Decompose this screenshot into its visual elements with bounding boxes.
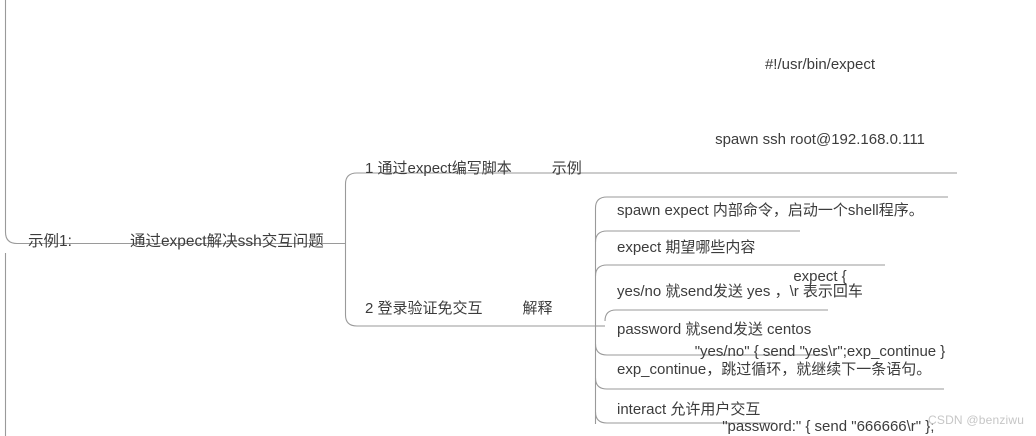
leaf-item-6[interactable]: interact 允许用户交互 [617,401,761,418]
root-tag-label: 示例1: [28,233,72,250]
leaf-item-3[interactable]: yes/no 就send发送 yes ，\r 表示回车 [617,283,863,300]
code-line-6: "password:" { send "666666\r" }; [705,418,935,435]
code-line-4: expect { [793,268,847,285]
watermark-label: CSDN @benziwu [928,413,1025,427]
branch-2-title: 登录验证免交互 [377,300,483,317]
leaf-item-1[interactable]: spawn expect 内部命令，启动一个shell程序。 [617,202,924,219]
root-title-label: 通过expect解决ssh交互问题 [129,233,324,250]
branch-2-tag: 解释 [522,300,553,317]
branch-1-number: 1 [365,160,374,177]
code-line-5: "yes/no" { send "yes\r";exp_continue } [694,343,946,360]
node-root[interactable]: 示例1: 通过expect解决ssh交互问题 [28,232,324,252]
code-line-1: #!/usr/bin/expect [764,56,876,73]
node-branch-1[interactable]: 1 通过expect编写脚本 示例 [365,159,582,179]
code-line-2: spawn ssh root@192.168.0.111 [715,131,925,148]
node-branch-2[interactable]: 2 登录验证免交互 解释 [365,299,553,319]
branch-1-tag: 示例 [551,160,582,177]
leaf-item-2[interactable]: expect 期望哪些内容 [617,239,756,256]
branch-2-number: 2 [365,300,374,317]
leaf-item-5[interactable]: exp_continue，跳过循环，就继续下一条语句。 [617,361,932,378]
branch-1-title: 通过expect编写脚本 [377,160,512,177]
leaf-item-4[interactable]: password 就send发送 centos [617,321,812,338]
expect-script-code-block: #!/usr/bin/expect spawn ssh root@192.168… [640,2,1000,436]
